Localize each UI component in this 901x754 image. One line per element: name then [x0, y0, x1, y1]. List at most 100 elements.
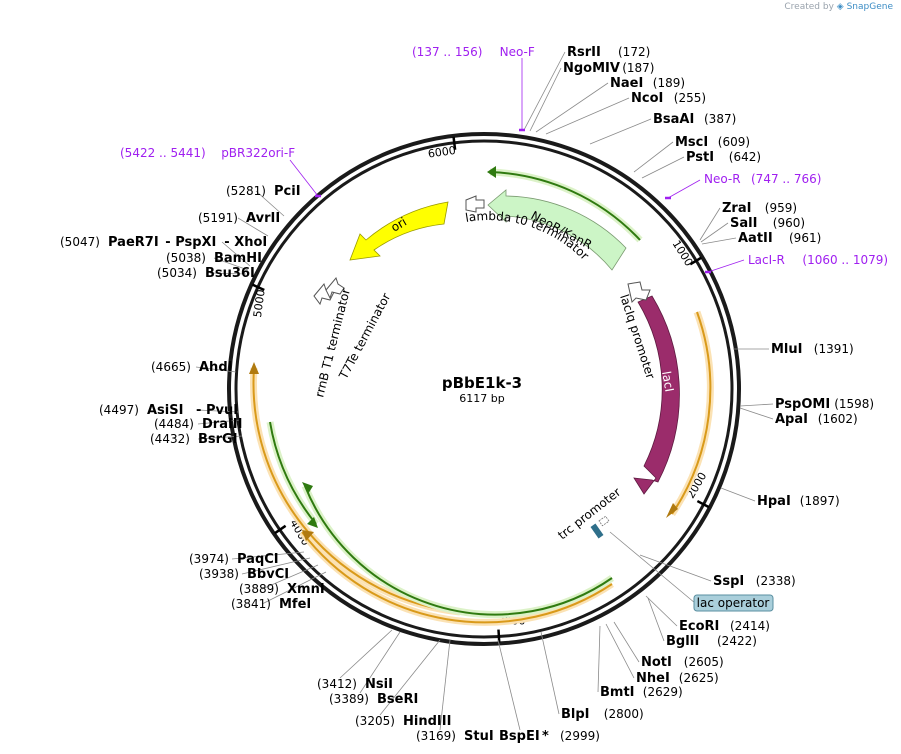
enzyme-site-ahdi[interactable]: (4665) AhdI	[151, 360, 232, 375]
enzyme-site-xmni[interactable]: (3889)XmnI	[239, 582, 325, 597]
watermark-prefix: Created by	[784, 2, 834, 12]
enzyme-site-avrii[interactable]: (5191)AvrII	[198, 211, 280, 226]
connector-line	[597, 625, 601, 693]
enzyme-name: NgoMIV	[563, 61, 620, 76]
tick-mark	[689, 256, 703, 266]
enzyme-site-naei[interactable]: NaeI(189)	[610, 76, 685, 91]
trc-promoter-icon	[590, 523, 604, 539]
enzyme-name: BsrGI	[198, 432, 238, 447]
enzyme-site-paer7i[interactable]: (5047)PaeR7I-PspXI-XhoI	[60, 235, 267, 250]
enzyme-site-ecori[interactable]: EcoRI(2414)	[679, 619, 770, 634]
lac-operator-label[interactable]: lac operator	[693, 594, 774, 612]
enzyme-site-paqci[interactable]: (3974)PaqCI	[189, 552, 279, 567]
enzyme-site-mlui[interactable]: MluI(1391)	[771, 342, 854, 357]
enzyme-site-bsu36i[interactable]: (5034)Bsu36I	[157, 266, 255, 281]
enzyme-site-blpi[interactable]: BlpI(2800)	[561, 707, 644, 722]
enzyme-site-asisi[interactable]: (4497)AsiSI-PvuI	[99, 403, 238, 418]
enzyme-name: MluI	[771, 342, 802, 357]
enzyme-name: AhdI	[199, 360, 232, 375]
enzyme-site-bsrgi[interactable]: (4432)BsrGI	[150, 432, 238, 447]
enzyme-site-bamhi[interactable]: (5038)BamHI	[166, 251, 262, 266]
connector-line	[633, 141, 674, 173]
enzyme-name: SspI	[713, 574, 744, 589]
enzyme-site-bsaai[interactable]: BsaAI(387)	[653, 112, 736, 127]
enzyme-name-extra: XhoI	[234, 235, 267, 250]
plasmid-length: 6117 bp	[459, 392, 504, 405]
connector-line	[605, 623, 635, 679]
enzyme-site-rsrii[interactable]: RsrII(172)	[567, 45, 650, 60]
enzyme-site-nhei[interactable]: NheI(2625)	[636, 671, 719, 686]
enzyme-position: (3389)	[329, 692, 369, 706]
enzyme-name: NcoI	[631, 91, 663, 106]
enzyme-site-msci[interactable]: MscI(609)	[675, 135, 750, 150]
primer-connector	[289, 159, 319, 197]
enzyme-position: (5047)	[60, 235, 100, 249]
feature-ori[interactable]: ori	[349, 201, 449, 261]
orf-arc-bottom-line	[301, 531, 613, 624]
primer-neo-f[interactable]: (137 .. 156)Neo-F	[412, 45, 535, 59]
enzyme-position: (3412)	[317, 677, 357, 691]
connector-line	[647, 597, 665, 642]
enzyme-site-sspi[interactable]: SspI(2338)	[713, 574, 796, 589]
enzyme-site-hindiii[interactable]: (3205)HindIII	[355, 714, 451, 729]
enzyme-position: (3205)	[355, 714, 395, 728]
enzyme-site-stui[interactable]: (3169)StuI	[416, 729, 494, 744]
connector-line	[197, 435, 243, 440]
enzyme-site-aatii[interactable]: AatII(961)	[738, 231, 821, 246]
connector-line	[209, 272, 247, 275]
enzyme-site-psti[interactable]: PstI(642)	[686, 150, 761, 165]
primer-pbr322ori-f[interactable]: (5422 .. 5441)pBR322ori-F	[120, 146, 295, 160]
connector-line	[237, 217, 269, 237]
enzyme-position: (3889)	[239, 582, 279, 596]
enzyme-name: BsaAI	[653, 112, 694, 127]
enzyme-name: PaeR7I	[108, 235, 159, 250]
connector-line	[255, 190, 285, 217]
laciq-promoter-icon	[627, 281, 651, 303]
enzyme-site-mfei[interactable]: (3841)MfeI	[231, 597, 311, 612]
enzyme-site-bspei[interactable]: BspEI*(2999)	[499, 729, 600, 744]
enzyme-site-ngomiv[interactable]: NgoMIV(187)	[563, 61, 654, 76]
connector-line	[213, 257, 249, 271]
primer-range: (747 .. 766)	[751, 172, 821, 186]
enzyme-site-nsii[interactable]: (3412)NsiI	[317, 677, 393, 692]
enzyme-position: (172)	[618, 45, 650, 59]
enzyme-site-pcii[interactable]: (5281)PciI	[226, 184, 301, 199]
enzyme-site-ncoi[interactable]: NcoI (255)	[631, 91, 706, 106]
primer-neo-r[interactable]: Neo-R(747 .. 766)	[704, 172, 821, 186]
feature-laci[interactable]: lacI	[633, 295, 680, 495]
enzyme-site-draiii[interactable]: (4484)DraIII	[154, 417, 243, 432]
enzyme-site-apai[interactable]: ApaI(1602)	[775, 412, 858, 427]
enzyme-site-pspomi[interactable]: PspOMI(1598)	[775, 397, 874, 412]
enzyme-position: (2629)	[643, 685, 683, 699]
enzyme-site-sali[interactable]: SalI (960)	[730, 216, 805, 231]
enzyme-position: (255)	[674, 91, 706, 105]
tick-mark	[251, 283, 265, 292]
enzyme-site-hpai[interactable]: HpaI(1897)	[757, 494, 840, 509]
enzyme-name: BspEI	[499, 729, 540, 744]
connector-line	[609, 531, 696, 604]
connector-line	[529, 67, 562, 132]
enzyme-name: SalI	[730, 216, 757, 231]
enzyme-separator: -	[196, 403, 201, 418]
enzyme-site-zrai[interactable]: ZraI(959)	[722, 201, 797, 216]
backbone-inner	[234, 139, 734, 639]
connector-line	[197, 409, 239, 413]
primer-laci-r[interactable]: LacI-R(1060 .. 1079)	[748, 253, 888, 267]
enzyme-name: EcoRI	[679, 619, 719, 634]
enzyme-position: (4665)	[151, 360, 191, 374]
connector-line	[231, 551, 305, 560]
enzyme-site-bmti[interactable]: BmtI(2629)	[600, 685, 683, 700]
primer-name: pBR322ori-F	[221, 146, 295, 160]
enzyme-site-bbvci[interactable]: (3938)BbvCI	[199, 567, 289, 582]
enzyme-position: (3841)	[231, 597, 271, 611]
enzyme-site-bseri[interactable]: (3389)BseRI	[329, 692, 418, 707]
connector-line	[701, 237, 737, 245]
enzyme-position: (5191)	[198, 211, 238, 225]
enzyme-name: MscI	[675, 135, 708, 150]
enzyme-position: (960)	[773, 216, 805, 230]
enzyme-position: (2605)	[684, 655, 724, 669]
green-arc-left-line	[269, 421, 317, 525]
enzyme-site-noti[interactable]: NotI(2605)	[641, 655, 724, 670]
enzyme-site-bglii[interactable]: BglII(2422)	[666, 634, 757, 649]
watermark-brand: SnapGene	[846, 2, 893, 12]
